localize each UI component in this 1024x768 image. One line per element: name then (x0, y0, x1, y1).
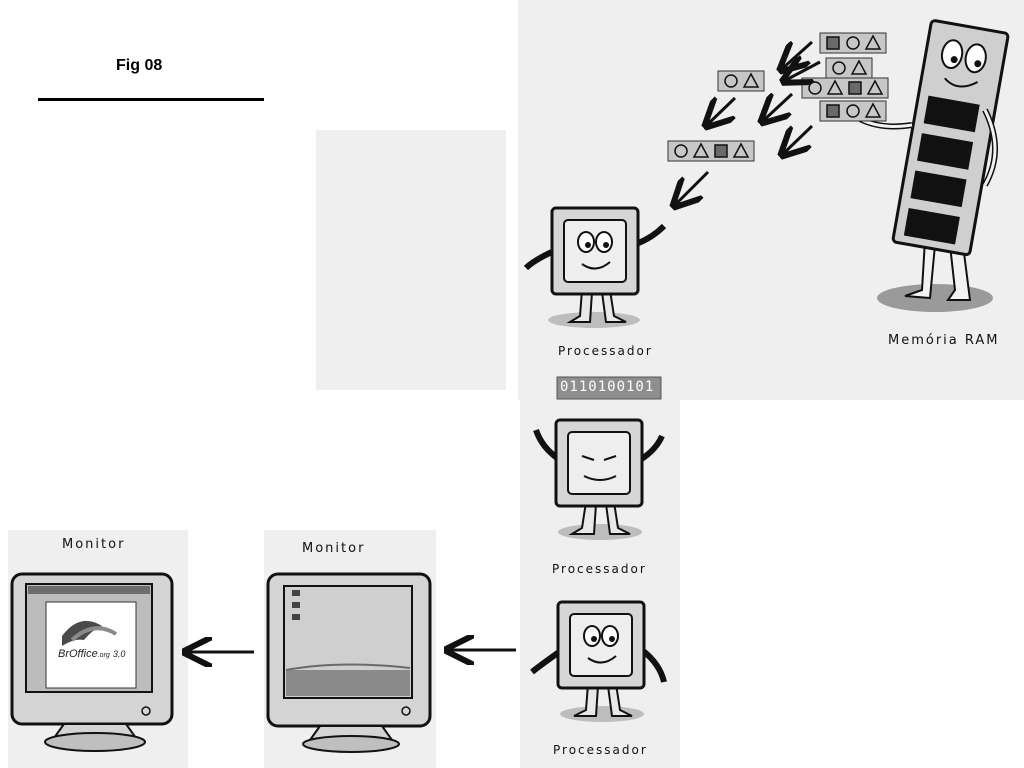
desktop-icon (292, 602, 300, 608)
circle-icon (846, 104, 860, 118)
output-arrows (188, 650, 516, 652)
processor-character-middle (533, 418, 665, 540)
circle-icon (832, 61, 846, 75)
broffice-suffix: .org (97, 652, 110, 659)
broffice-wordmark: BrOffice.org 3.0 (58, 648, 125, 660)
triangle-icon (866, 79, 884, 95)
square-icon (848, 81, 862, 95)
data-flow-arrows (676, 42, 821, 204)
circle-icon (724, 74, 738, 88)
monitor-right (266, 572, 432, 753)
ram-chip (910, 170, 967, 208)
ram-character (856, 19, 1010, 312)
monitor-left (10, 572, 174, 752)
processor-character-bottom (530, 600, 667, 722)
background-panel-left (316, 130, 506, 390)
desktop-icon (292, 614, 300, 620)
ram-chip (923, 95, 980, 133)
data-blocks (667, 32, 889, 162)
square-icon (826, 36, 840, 50)
ram-shadow (877, 284, 993, 312)
label-processor-bottom: Processador (553, 743, 648, 757)
triangle-icon (850, 59, 868, 75)
desktop-icon (292, 590, 300, 596)
label-processor-top: Processador (558, 344, 653, 358)
circle-icon (846, 36, 860, 50)
circle-icon (674, 144, 688, 158)
triangle-icon (742, 72, 760, 88)
label-monitor-right: Monitor (302, 541, 366, 556)
label-monitor-left: Monitor (62, 537, 126, 552)
ram-chip (917, 133, 974, 170)
label-ram: Memória RAM (888, 333, 1000, 348)
processor-character-top (523, 206, 667, 328)
title-underline (38, 98, 264, 101)
broffice-brand: BrOffice (58, 648, 98, 660)
data-block (801, 77, 889, 99)
triangle-icon (864, 102, 882, 118)
figure-title: Fig 08 (116, 57, 163, 74)
binary-strip (556, 376, 662, 400)
broffice-splash (45, 601, 137, 689)
ram-chip (903, 207, 960, 245)
triangle-icon (826, 79, 844, 95)
binary-text: 0110100101 (560, 379, 655, 395)
triangle-icon (732, 142, 750, 158)
triangle-icon (864, 34, 882, 50)
data-block (667, 140, 755, 162)
square-icon (714, 144, 728, 158)
broffice-version: 3.0 (112, 649, 126, 659)
label-processor-middle: Processador (552, 562, 647, 576)
circle-icon (808, 81, 822, 95)
triangle-icon (692, 142, 710, 158)
square-icon (826, 104, 840, 118)
